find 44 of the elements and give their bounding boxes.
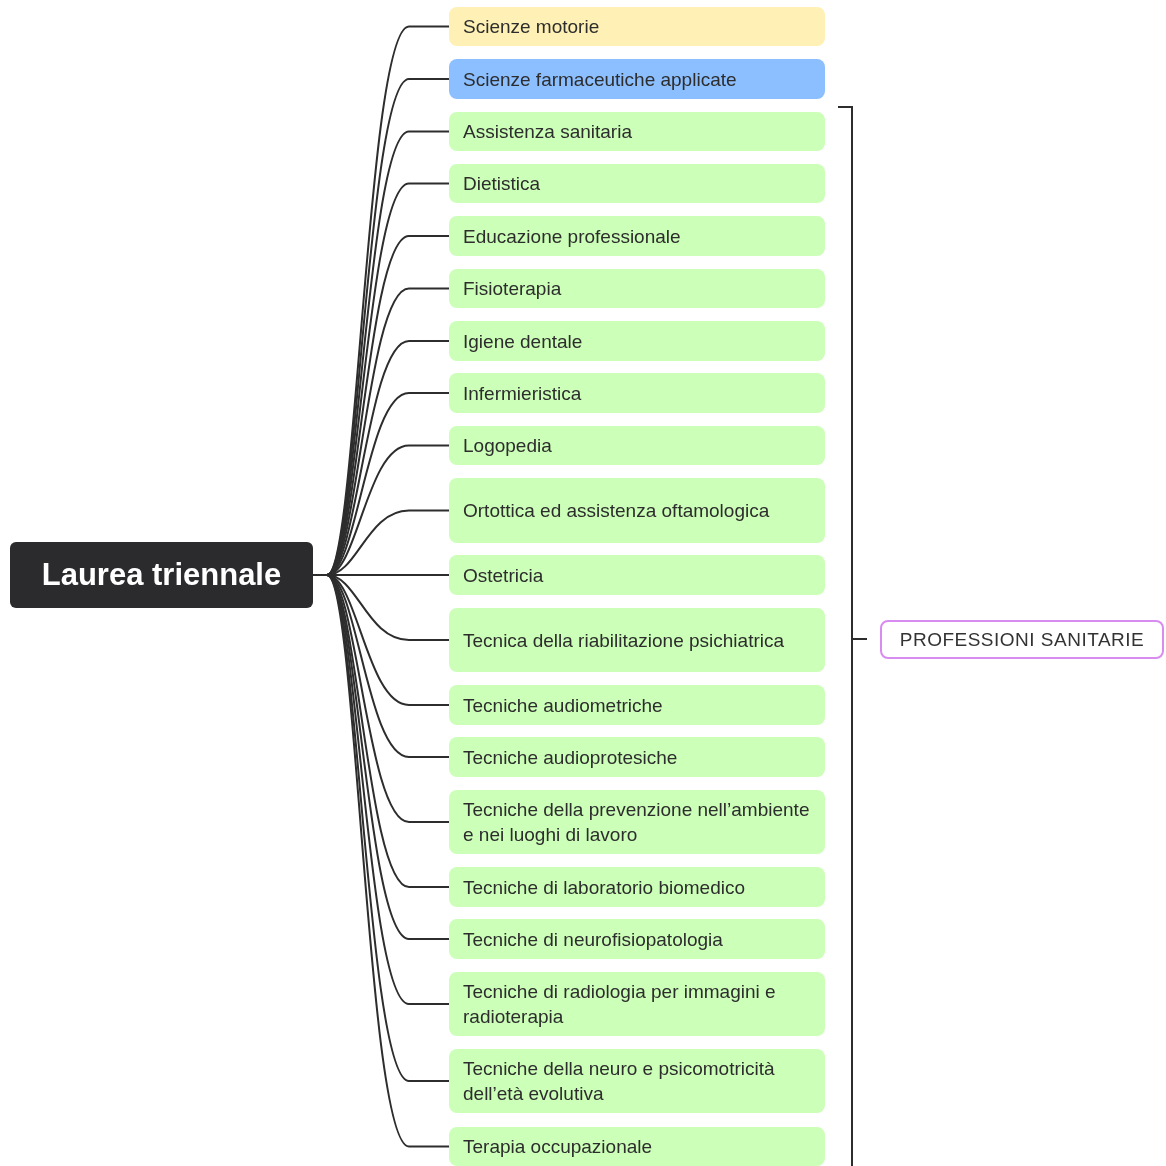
node-label: Igiene dentale [463, 329, 583, 354]
node-label: Terapia occupazionale [463, 1135, 653, 1159]
node-label: Ostetricia [463, 563, 544, 588]
topic-box [449, 867, 825, 907]
node-label: Logopedia [463, 434, 552, 458]
node-label: Scienze motorie [463, 15, 600, 39]
topic-box [449, 790, 825, 854]
topic-box [449, 1049, 825, 1113]
node-label: Tecniche di radiologia per immagini e radioterapia [463, 980, 777, 1029]
node-label: Tecniche della prevenzione nell’ambiente e nei luoghi di lavoro [463, 798, 811, 847]
topic-box [449, 555, 825, 595]
topic-box [449, 919, 825, 959]
topic-box [449, 7, 825, 46]
topic-box [449, 737, 825, 777]
topic-box [449, 1127, 825, 1166]
node-label: Laurea triennale [41, 557, 282, 593]
topic-box [449, 426, 825, 465]
topic-box [449, 216, 825, 256]
topic-box [449, 972, 825, 1036]
node-label: Tecniche di laboratorio biomedico [463, 875, 745, 900]
node-label: Tecniche di neurofisiopatologia [463, 927, 723, 952]
topic-box [449, 269, 825, 308]
topic-box [449, 373, 825, 413]
topic-box [449, 685, 825, 725]
topic-box [449, 321, 825, 361]
node-label: Fisioterapia [463, 277, 562, 301]
node-label: Ortottica ed assistenza oftamologica [463, 499, 770, 523]
node-label: Tecniche della neuro e psicomotricità dell’età evolutiva [463, 1057, 776, 1106]
node-label: Tecniche audiometriche [463, 693, 663, 718]
node-label: PROFESSIONI SANITARIE [899, 628, 1145, 651]
summary-tag [880, 620, 1164, 659]
topic-box [449, 164, 825, 203]
node-label: Educazione professionale [463, 224, 681, 249]
node-label: Tecnica della riabilitazione psichiatrica [463, 628, 785, 653]
node-label: Scienze farmaceutiche applicate [463, 67, 737, 92]
root-box [10, 542, 313, 608]
topic-box [449, 608, 825, 672]
node-label: Tecniche audioprotesiche [463, 745, 678, 770]
topic-box [449, 112, 825, 151]
topic-box [449, 59, 825, 99]
node-label: Dietistica [463, 172, 541, 196]
topic-box [449, 478, 825, 543]
node-label: Assistenza sanitaria [463, 120, 632, 144]
node-label: Infermieristica [463, 381, 582, 406]
